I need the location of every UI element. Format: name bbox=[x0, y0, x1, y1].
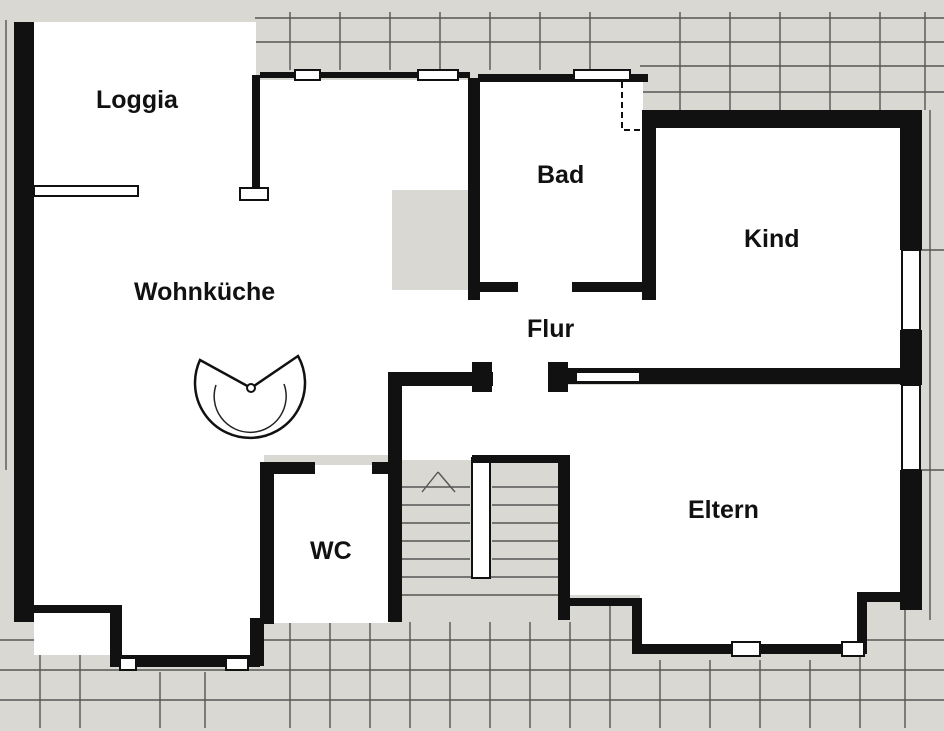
room-label-kind: Kind bbox=[744, 225, 800, 253]
walls bbox=[14, 22, 922, 667]
room-fills bbox=[34, 22, 912, 660]
room-label-bad: Bad bbox=[537, 161, 584, 189]
spiral-staircase-icon bbox=[193, 354, 307, 440]
room-label-wohnkueche: Wohnküche bbox=[134, 278, 275, 306]
straight-staircase-icon bbox=[398, 457, 560, 620]
room-label-eltern: Eltern bbox=[688, 496, 759, 524]
windows bbox=[33, 69, 921, 671]
room-label-loggia: Loggia bbox=[96, 86, 179, 114]
room-label-wc: WC bbox=[310, 537, 352, 565]
room-label-flur: Flur bbox=[527, 315, 574, 343]
shower-corner bbox=[621, 82, 642, 131]
